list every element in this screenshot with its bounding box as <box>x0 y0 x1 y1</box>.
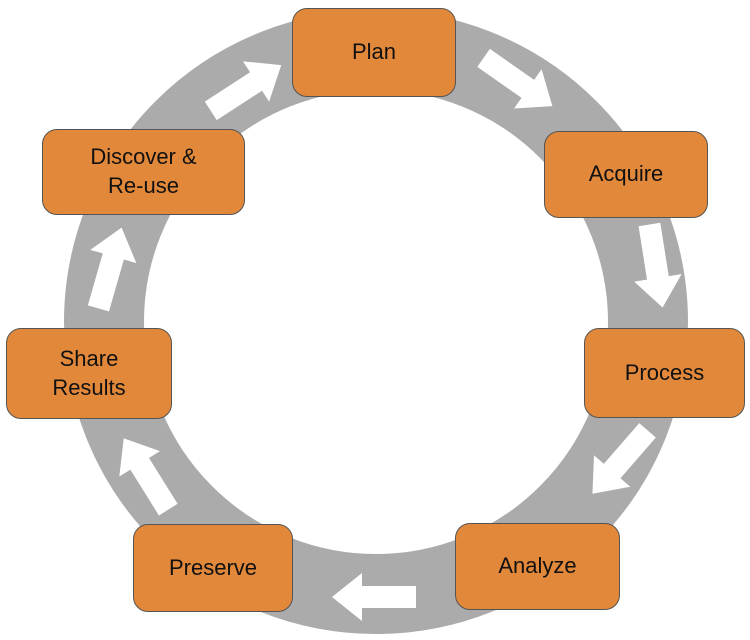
stage-label-analyze: Analyze <box>498 553 577 579</box>
arrow-process-to-analyze-icon <box>592 423 656 494</box>
arrow-plan-to-acquire-icon <box>477 48 553 109</box>
stage-box-preserve: Preserve <box>133 524 293 612</box>
stage-label-share-results: Share Results <box>52 345 126 400</box>
stage-box-discover-reuse: Discover & Re-use <box>42 129 245 215</box>
stage-label-plan: Plan <box>351 39 397 65</box>
stage-box-acquire: Acquire <box>544 131 708 218</box>
arrow-analyze-to-preserve-icon <box>332 573 416 621</box>
arrow-preserve-to-share-icon <box>119 438 178 516</box>
stage-label-preserve: Preserve <box>168 554 258 580</box>
stage-box-plan: Plan <box>292 8 456 97</box>
arrow-share-to-discover-icon <box>87 227 137 312</box>
stage-box-share-results: Share Results <box>6 328 172 419</box>
stage-label-discover-reuse: Discover & Re-use <box>90 144 197 198</box>
arrow-acquire-to-process-icon <box>634 222 682 308</box>
arrow-discover-to-plan-icon <box>204 61 282 121</box>
stage-label-process: Process <box>624 359 705 385</box>
stage-box-process: Process <box>584 328 745 418</box>
stage-box-analyze: Analyze <box>455 523 620 610</box>
stage-label-acquire: Acquire <box>588 161 664 187</box>
